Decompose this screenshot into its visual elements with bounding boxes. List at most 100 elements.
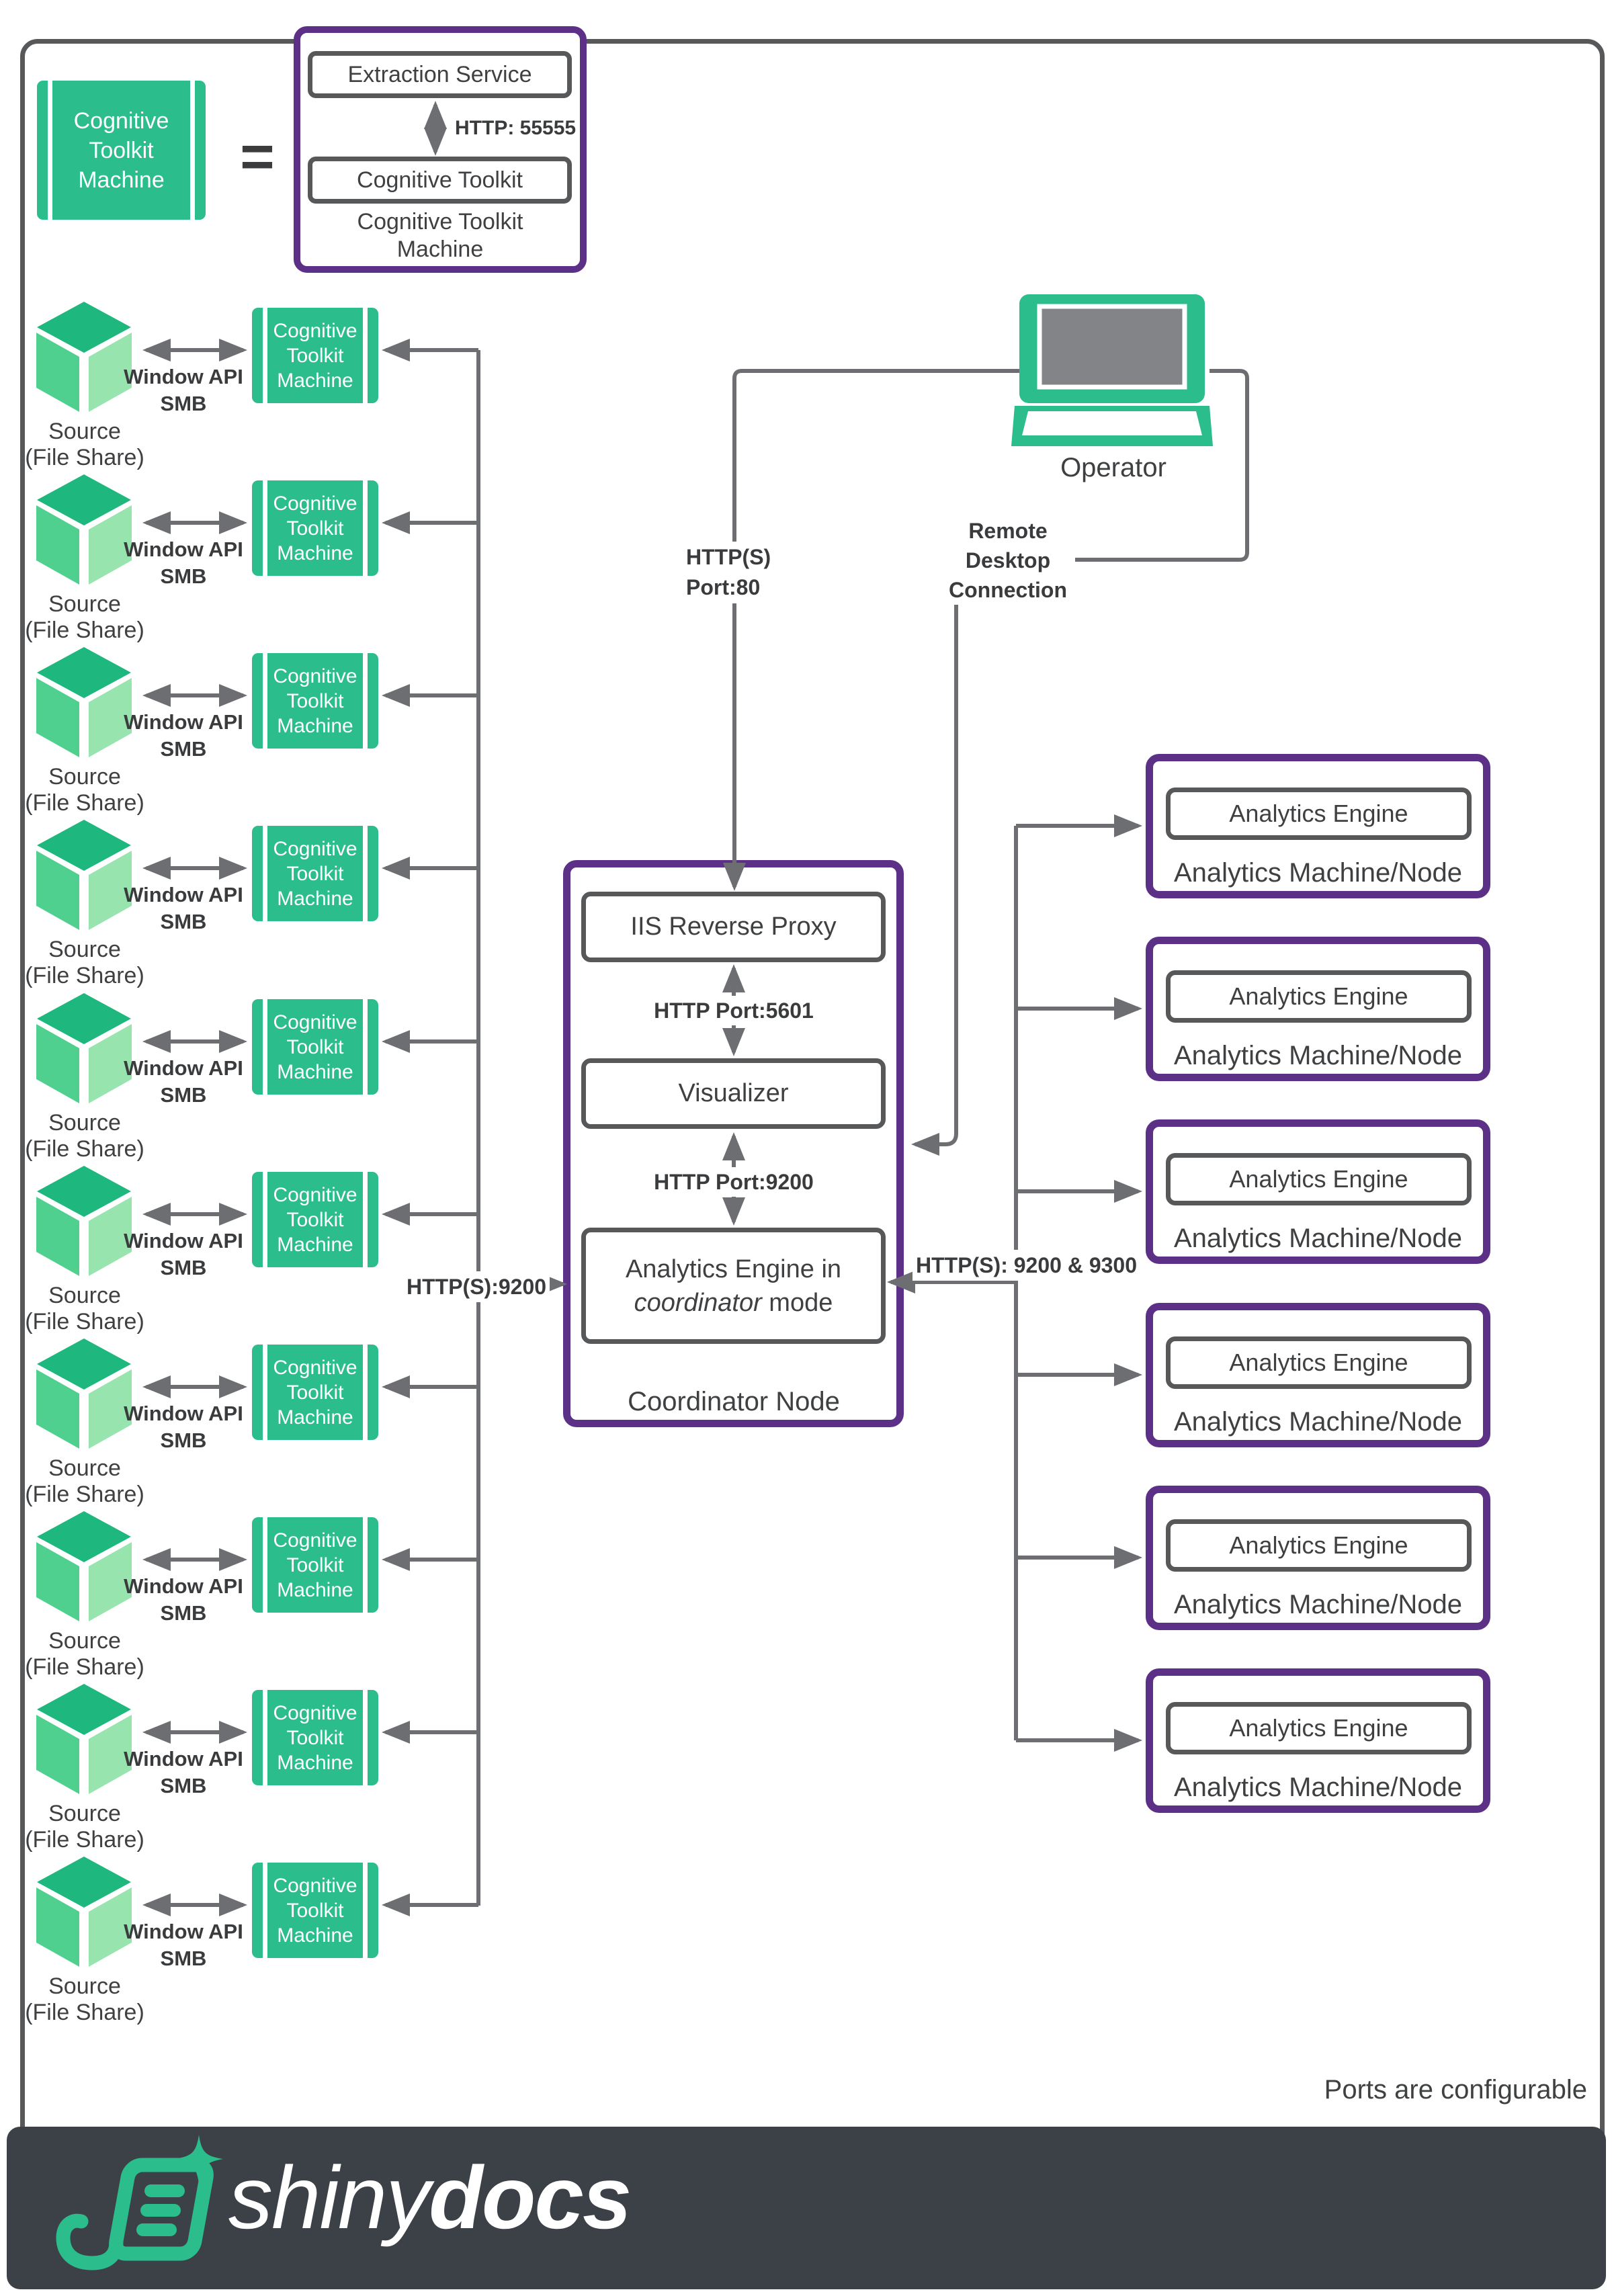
- stripe: [363, 1517, 368, 1613]
- cognitive-toolkit-machine-box: Cognitive Toolkit Machine: [252, 1517, 378, 1613]
- stripe: [263, 308, 267, 403]
- http-55555-label: HTTP: 55555: [452, 113, 580, 144]
- stripe: [363, 653, 368, 749]
- https-9200-label: HTTP(S):9200: [403, 1271, 550, 1302]
- smb-protocol-label: Window API SMB: [124, 883, 243, 933]
- stripe: [190, 81, 195, 220]
- source-label: Source (File Share): [25, 1110, 144, 1162]
- operator-label: Operator: [1060, 453, 1166, 482]
- stripe: [363, 1172, 368, 1267]
- stripe: [363, 999, 368, 1095]
- cognitive-toolkit-machine-box: Cognitive Toolkit Machine: [252, 308, 378, 403]
- ctm-label: Cognitive Toolkit Machine: [273, 665, 357, 737]
- smb-protocol-label: Window API SMB: [124, 1402, 243, 1452]
- stripe: [363, 826, 368, 921]
- ctm-label: Cognitive Toolkit Machine: [273, 1874, 357, 1947]
- stripe: [263, 653, 267, 749]
- ctm-label: Cognitive Toolkit Machine: [273, 1356, 357, 1429]
- source-cube-icon: [36, 1166, 132, 1276]
- source-cube-icon: [36, 993, 132, 1103]
- http-port-80-label: HTTP(S) Port:80: [683, 542, 775, 603]
- stripe: [363, 480, 368, 576]
- cognitive-toolkit-machine-box: Cognitive Toolkit Machine: [252, 1863, 378, 1958]
- stripe: [263, 999, 267, 1095]
- extraction-service-box: Extraction Service: [308, 51, 572, 98]
- source-cube-icon: [36, 1857, 132, 1967]
- stripe: [263, 1172, 267, 1267]
- http-port-5601-label: HTTP Port:5601: [606, 996, 861, 1025]
- analytics-machine-label: Analytics Machine/Node: [1173, 858, 1463, 888]
- equals-sign: =: [240, 123, 275, 189]
- visualizer-box: Visualizer: [581, 1058, 886, 1129]
- stripe: [263, 1690, 267, 1785]
- source-label: Source (File Share): [25, 1283, 144, 1334]
- iis-reverse-proxy-box: IIS Reverse Proxy: [581, 892, 886, 962]
- ctm-label: Cognitive Toolkit Machine: [273, 492, 357, 564]
- source-label: Source (File Share): [25, 764, 144, 816]
- analytics-machine-label: Analytics Machine/Node: [1173, 1041, 1463, 1070]
- cognitive-toolkit-machine-box: Cognitive Toolkit Machine: [252, 480, 378, 576]
- source-cube-icon: [36, 647, 132, 757]
- source-cube-icon: [36, 474, 132, 585]
- source-label: Source (File Share): [25, 1628, 144, 1680]
- cognitive-toolkit-machine-box: Cognitive Toolkit Machine: [252, 1690, 378, 1785]
- ctm-label: Cognitive Toolkit Machine: [273, 1701, 357, 1774]
- analytics-engine-box: Analytics Engine: [1166, 1336, 1472, 1389]
- smb-protocol-label: Window API SMB: [124, 1574, 243, 1625]
- analytics-machine-label: Analytics Machine/Node: [1173, 1407, 1463, 1437]
- engine-line2: coordinator mode: [634, 1288, 833, 1317]
- source-cube-icon: [36, 820, 132, 930]
- cognitive-toolkit-machine-box: Cognitive Toolkit Machine: [252, 653, 378, 749]
- stripe: [263, 1863, 267, 1958]
- stripe: [363, 1863, 368, 1958]
- stripe: [48, 81, 52, 220]
- source-label: Source (File Share): [25, 1455, 144, 1507]
- stripe: [363, 308, 368, 403]
- analytics-engine-box: Analytics Engine: [1166, 970, 1472, 1023]
- operator-laptop-icon: [1011, 294, 1213, 446]
- coordinator-node-caption: Coordinator Node: [628, 1387, 840, 1416]
- shinydocs-wordmark: shinydocs: [228, 2148, 632, 2247]
- analytics-engine-box: Analytics Engine: [1166, 1153, 1472, 1205]
- source-label: Source (File Share): [25, 1973, 144, 2025]
- smb-protocol-label: Window API SMB: [124, 1920, 243, 1970]
- smb-protocol-label: Window API SMB: [124, 1229, 243, 1279]
- source-label: Source (File Share): [25, 419, 144, 470]
- stripe: [363, 1345, 368, 1440]
- analytics-machine-label: Analytics Machine/Node: [1173, 1590, 1463, 1619]
- stripe: [263, 1345, 267, 1440]
- legend-machine-label: Cognitive Toolkit Machine: [73, 108, 169, 193]
- source-cube-icon: [36, 1684, 132, 1794]
- https-9200-9300-label: HTTP(S): 9200 & 9300: [913, 1250, 1141, 1281]
- ctm-label: Cognitive Toolkit Machine: [273, 837, 357, 910]
- cognitive-toolkit-machine-box: Cognitive Toolkit Machine: [252, 826, 378, 921]
- analytics-engine-coordinator-box: Analytics Engine in coordinator mode: [581, 1228, 886, 1344]
- analytics-engine-box: Analytics Engine: [1166, 1702, 1472, 1754]
- source-label: Source (File Share): [25, 937, 144, 988]
- source-cube-icon: [36, 1511, 132, 1621]
- source-cube-icon: [36, 302, 132, 412]
- source-label: Source (File Share): [25, 1801, 144, 1853]
- analytics-machine-label: Analytics Machine/Node: [1173, 1224, 1463, 1253]
- smb-protocol-label: Window API SMB: [124, 365, 243, 415]
- http-port-9200-label: HTTP Port:9200: [606, 1167, 861, 1197]
- smb-protocol-label: Window API SMB: [124, 538, 243, 588]
- smb-protocol-label: Window API SMB: [124, 710, 243, 761]
- shinydocs-logo-icon: [56, 2135, 223, 2270]
- cognitive-toolkit-machine-box: Cognitive Toolkit Machine: [252, 999, 378, 1095]
- cognitive-toolkit-box: Cognitive Toolkit: [308, 157, 572, 204]
- stripe: [263, 826, 267, 921]
- legend-machine-box: Cognitive Toolkit Machine: [37, 81, 206, 220]
- ctm-label: Cognitive Toolkit Machine: [273, 319, 357, 392]
- ctm-label: Cognitive Toolkit Machine: [273, 1011, 357, 1083]
- cognitive-toolkit-machine-box: Cognitive Toolkit Machine: [252, 1172, 378, 1267]
- analytics-machine-label: Analytics Machine/Node: [1173, 1773, 1463, 1802]
- source-cube-icon: [36, 1338, 132, 1449]
- smb-protocol-label: Window API SMB: [124, 1056, 243, 1107]
- footer-bar: shinydocs: [7, 2127, 1606, 2289]
- engine-line1: Analytics Engine in: [625, 1255, 842, 1283]
- stripe: [263, 480, 267, 576]
- stripe: [363, 1690, 368, 1785]
- analytics-engine-box: Analytics Engine: [1166, 1519, 1472, 1572]
